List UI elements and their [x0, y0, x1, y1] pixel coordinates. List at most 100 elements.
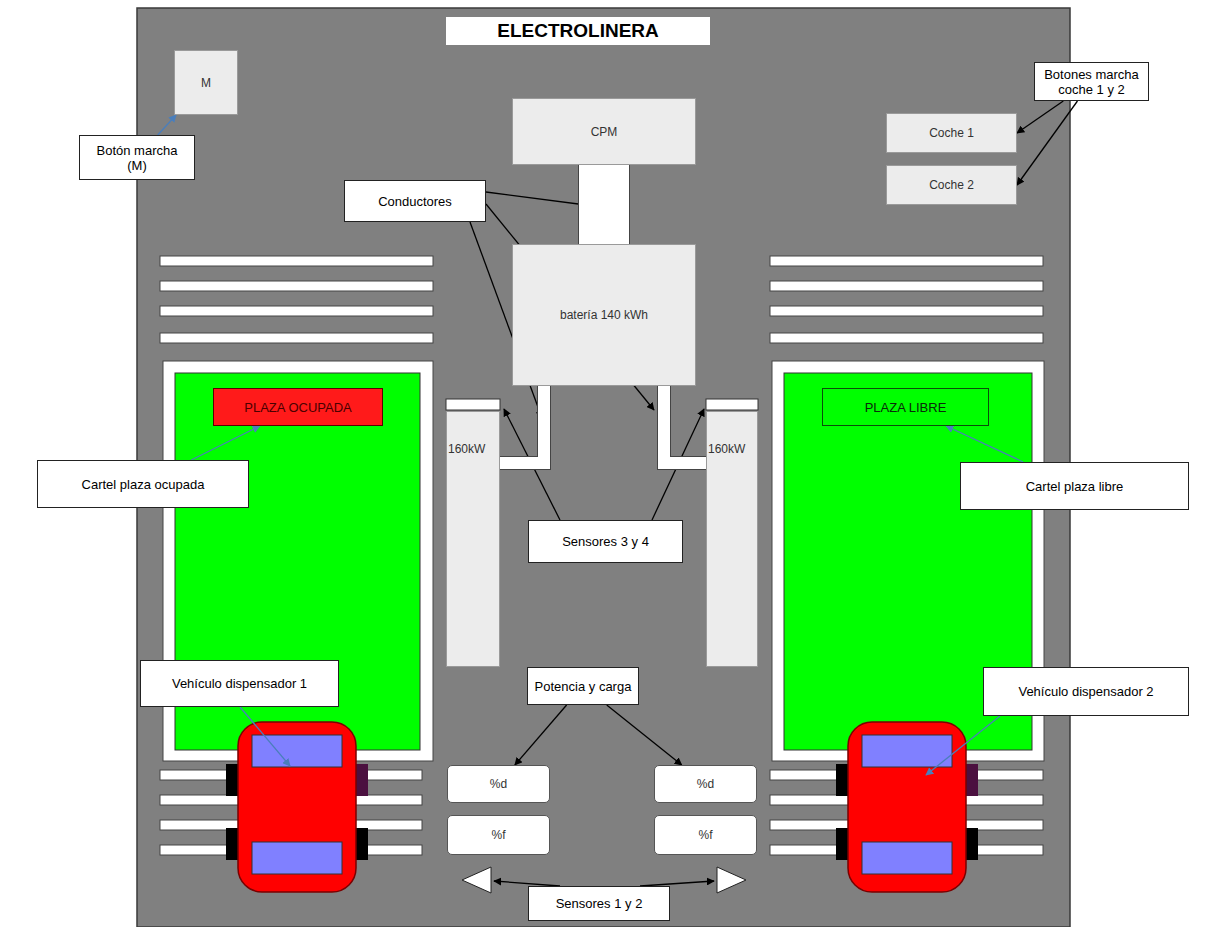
conductor-body [664, 386, 706, 463]
sensor-2 [717, 867, 746, 893]
cpm-box: CPM [512, 98, 696, 165]
charger-box: 160kW [446, 411, 500, 667]
conductor-outline [578, 165, 630, 244]
title-box: ELECTROLINERA [446, 17, 710, 45]
leader-line [926, 716, 1000, 775]
label-text: M [201, 76, 211, 90]
callout-box: Sensores 3 y 4 [528, 520, 683, 563]
stripe [770, 281, 1043, 291]
car-window [862, 842, 952, 874]
wheel [836, 828, 849, 860]
callout-arrow [191, 426, 259, 460]
label-text: Cartel plaza ocupada [82, 477, 205, 492]
label-text: PLAZA LIBRE [865, 400, 947, 415]
callout-box: Conductores [344, 180, 486, 222]
callout-box: Cartel plaza ocupada [37, 460, 249, 508]
label-text: %d [697, 777, 714, 791]
display-box: %f [654, 815, 757, 855]
conductor-outline [664, 386, 706, 463]
free-sign: PLAZA LIBRE [822, 388, 989, 426]
callout-arrow [515, 705, 567, 765]
label-text: Coche 1 [929, 126, 974, 140]
arrow-line [1017, 101, 1063, 133]
callout-arrow [607, 705, 682, 765]
car-button: Coche 2 [886, 165, 1017, 205]
wheel [355, 764, 368, 796]
callout-box: Cartel plaza libre [960, 462, 1189, 510]
car-window [862, 735, 952, 767]
label-text: Coche 2 [929, 178, 974, 192]
label-text: Conductores [378, 194, 452, 209]
conductor [604, 165, 605, 244]
title-text: ELECTROLINERA [497, 20, 659, 42]
car-button: Coche 1 [886, 113, 1017, 153]
callout-box: Potencia y carga [527, 667, 639, 705]
car-window [252, 735, 342, 767]
car-window [252, 842, 342, 874]
wheel [836, 764, 849, 796]
ground-panel [137, 8, 1070, 927]
label-text: Cartel plaza libre [1026, 479, 1124, 494]
label-text: CPM [591, 125, 618, 139]
arrow-line [191, 426, 259, 460]
display-box: %d [447, 765, 550, 803]
label-text: %f [698, 828, 712, 842]
wheel [965, 828, 978, 860]
leader-line [240, 707, 290, 766]
arrow-line [607, 705, 682, 765]
sensor-1 [462, 867, 491, 893]
callout-arrow [1017, 101, 1077, 185]
stripe [160, 281, 433, 291]
label-text: Botón marcha (M) [86, 143, 188, 173]
stripe [770, 306, 1043, 316]
conductor-body [579, 165, 629, 244]
arrow-line [1017, 101, 1077, 185]
label-text: Sensores 1 y 2 [556, 896, 643, 911]
display-box: %f [447, 815, 550, 855]
start-button: M [174, 50, 238, 115]
label-text: %f [491, 828, 505, 842]
callout-box: Sensores 1 y 2 [528, 886, 670, 921]
car-body [848, 722, 966, 892]
sensor-3 [446, 399, 500, 410]
label-text: 160kW [448, 442, 485, 456]
label-text: PLAZA OCUPADA [244, 400, 351, 415]
callout-arrow [158, 115, 176, 135]
label-text: Sensores 3 y 4 [562, 534, 649, 549]
stripe [770, 256, 1043, 266]
label-text: batería 140 kWh [560, 308, 648, 322]
callout-box: Botones marcha coche 1 y 2 [1034, 62, 1149, 101]
arrow-line [515, 705, 567, 765]
stripe [160, 256, 433, 266]
stripe [160, 333, 433, 343]
sensor-4 [706, 399, 758, 410]
callout-box: Vehículo dispensador 2 [983, 667, 1189, 716]
arrow-line [158, 115, 176, 135]
callout-box: Botón marcha (M) [79, 135, 195, 180]
occupied-sign: PLAZA OCUPADA [213, 388, 383, 426]
dispenser-vehicle-1 [226, 722, 368, 892]
callout-box: Vehículo dispensador 1 [140, 660, 339, 707]
label-text: Potencia y carga [535, 679, 632, 694]
label-text: 160kW [708, 442, 745, 456]
car-body [238, 722, 356, 892]
callout-arrow [946, 426, 1023, 462]
label-text: %d [490, 777, 507, 791]
conductor [500, 386, 544, 463]
wheel [226, 828, 239, 860]
wheel [355, 828, 368, 860]
label-text: Botones marcha coche 1 y 2 [1041, 67, 1142, 97]
battery-box: batería 140 kWh [512, 244, 696, 386]
stripe [160, 306, 433, 316]
arrow-line [946, 426, 1023, 462]
dispenser-vehicle-2 [836, 722, 978, 892]
conductor-outline [500, 386, 544, 463]
label-text: Vehículo dispensador 1 [172, 676, 307, 691]
charger-box: 160kW [706, 411, 758, 667]
label-text: Vehículo dispensador 2 [1018, 684, 1153, 699]
callout-arrow [1017, 101, 1063, 133]
wheel [226, 764, 239, 796]
leader-line [486, 192, 586, 205]
wheel [965, 764, 978, 796]
